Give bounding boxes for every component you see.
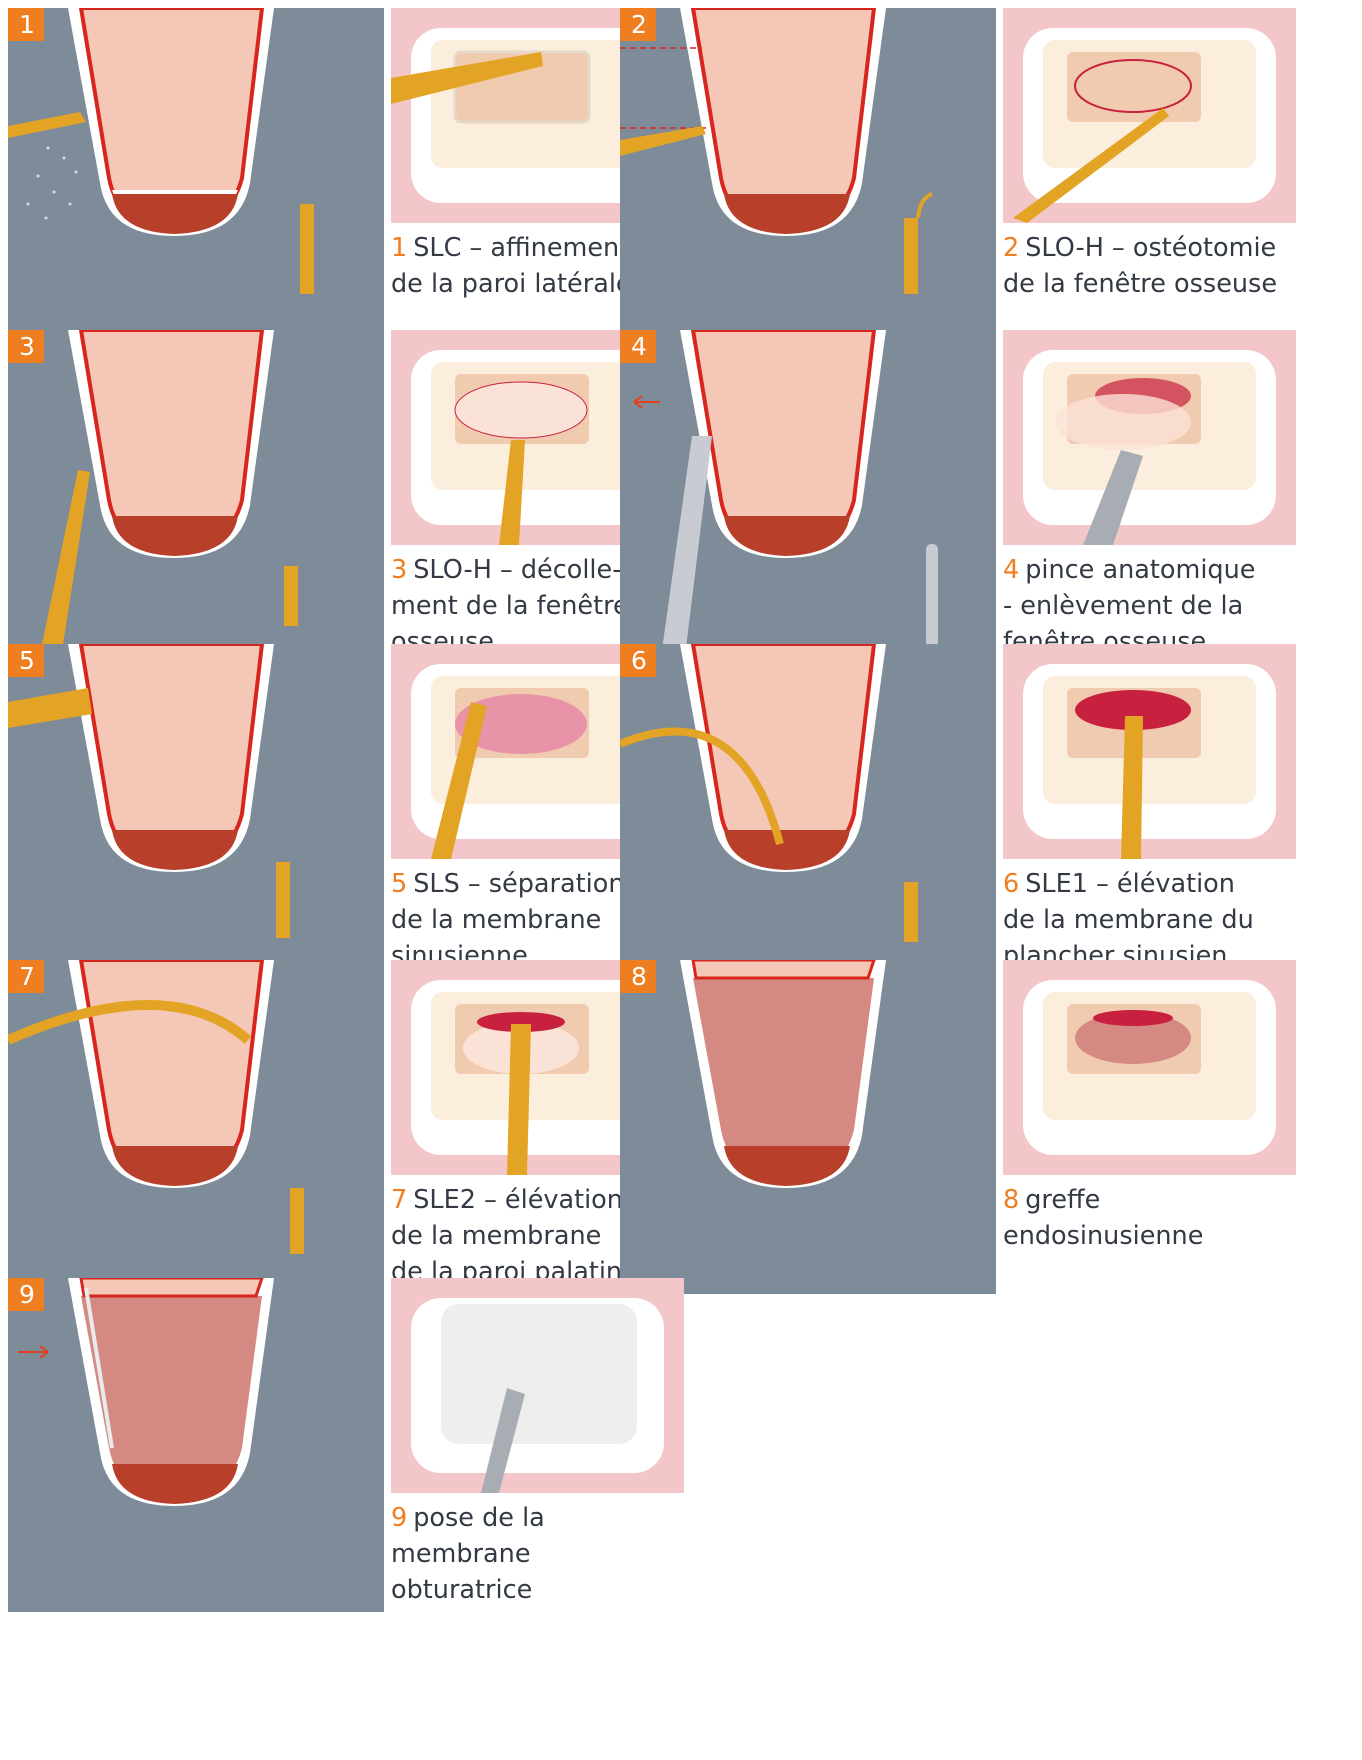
step-4-caption-line-2: - enlèvement de la bbox=[1003, 588, 1296, 624]
step-6-caption-line-2: de la membrane du bbox=[1003, 902, 1296, 938]
step-4-caption-line-1: pince anatomique bbox=[1025, 555, 1255, 585]
step-1-badge: 1 bbox=[8, 8, 44, 41]
step-9-thumbnail bbox=[391, 1278, 684, 1493]
step-8-caption-number: 8 bbox=[1003, 1185, 1019, 1215]
step-6-caption-number: 6 bbox=[1003, 869, 1019, 899]
step-8-caption-line-2: endosinusienne bbox=[1003, 1218, 1296, 1254]
step-8-cross-section: 8 bbox=[620, 960, 996, 1294]
step-4-caption-number: 4 bbox=[1003, 555, 1019, 585]
step-5-caption-number: 5 bbox=[391, 869, 407, 899]
step-2-cross-section: 2 bbox=[620, 8, 996, 342]
step-7-badge: 7 bbox=[8, 960, 44, 993]
step-3-caption-number: 3 bbox=[391, 555, 407, 585]
step-6-badge: 6 bbox=[620, 644, 656, 677]
step-5-cross-section: 5 bbox=[8, 644, 384, 978]
step-9-caption-line-3: obturatrice bbox=[391, 1572, 684, 1608]
step-3-badge: 3 bbox=[8, 330, 44, 363]
step-9-caption-number: 9 bbox=[391, 1503, 407, 1533]
step-5-caption-line-1: SLS – séparation bbox=[413, 869, 624, 899]
step-1-cross-section: 1 bbox=[8, 8, 384, 342]
step-7-caption-number: 7 bbox=[391, 1185, 407, 1215]
step-6-cross-section: 6 bbox=[620, 644, 996, 978]
step-2-badge: 2 bbox=[620, 8, 656, 41]
step-9-badge: 9 bbox=[8, 1278, 44, 1311]
step-4-badge: 4 bbox=[620, 330, 656, 363]
step-9-caption-line-2: membrane bbox=[391, 1536, 684, 1572]
step-1-caption-line-1: SLC – affinement bbox=[413, 233, 629, 263]
step-6-thumbnail bbox=[1003, 644, 1296, 859]
step-8-caption-line-1: greffe bbox=[1025, 1185, 1100, 1215]
step-3-cross-section: 3 bbox=[8, 330, 384, 664]
step-9-caption-line-1: pose de la bbox=[413, 1503, 545, 1533]
step-4-thumbnail bbox=[1003, 330, 1296, 545]
step-2-caption-line-1: SLO-H – ostéotomie bbox=[1025, 233, 1276, 263]
step-7-caption-line-1: SLE2 – élévation bbox=[413, 1185, 623, 1215]
step-3-caption-line-1: SLO-H – décolle- bbox=[413, 555, 621, 585]
step-1-caption-number: 1 bbox=[391, 233, 407, 263]
step-7-cross-section: 7 bbox=[8, 960, 384, 1294]
step-8-thumbnail bbox=[1003, 960, 1296, 1175]
step-2-caption-number: 2 bbox=[1003, 233, 1019, 263]
step-9-cross-section: 9 bbox=[8, 1278, 384, 1612]
step-8-badge: 8 bbox=[620, 960, 656, 993]
step-4-cross-section: 4 bbox=[620, 330, 996, 664]
step-5-badge: 5 bbox=[8, 644, 44, 677]
step-6-caption-line-1: SLE1 – élévation bbox=[1025, 869, 1235, 899]
step-2-thumbnail bbox=[1003, 8, 1296, 223]
step-2-caption-line-2: de la fenêtre osseuse bbox=[1003, 266, 1296, 302]
